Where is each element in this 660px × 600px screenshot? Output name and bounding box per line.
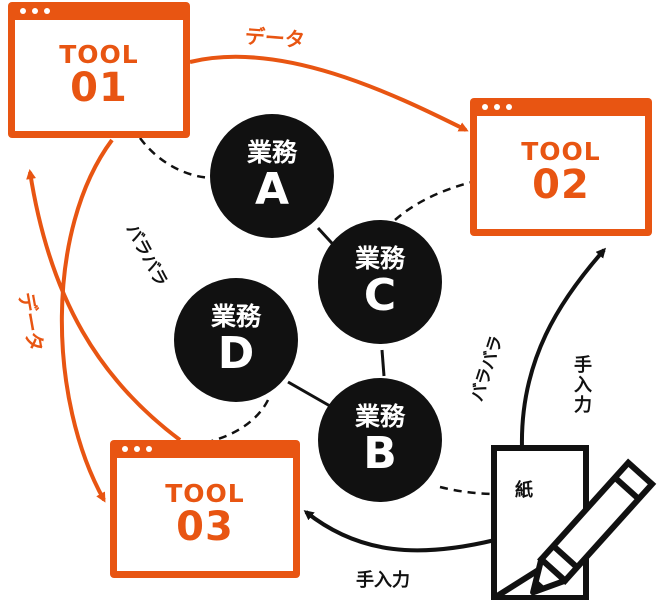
window-dot-icon [146, 446, 152, 452]
tool-03-window: TOOL 03 [110, 440, 300, 578]
task-letter-label: D [217, 327, 255, 379]
link-d-b [287, 380, 331, 408]
task-kind-label: 業務 [210, 302, 261, 332]
tool-name: TOOL [521, 137, 601, 166]
tool-name: TOOL [165, 479, 245, 508]
arrow-paper-to-tool03 [303, 510, 496, 553]
dash-d-tool03 [207, 399, 270, 444]
tool-02-window: TOOL 02 [470, 98, 652, 236]
window-titlebar [8, 2, 190, 20]
window-dot-icon [482, 104, 488, 110]
window-dot-icon [122, 446, 128, 452]
task-kind-label: 業務 [354, 402, 405, 432]
task-letter-label: A [254, 163, 290, 215]
window-dot-icon [134, 446, 140, 452]
arrow-tool01-to-tool03 [59, 138, 114, 503]
task-a-node: 業務 A [210, 114, 334, 238]
task-letter-label: C [363, 269, 397, 321]
window-dot-icon [32, 8, 38, 14]
tool-number: 02 [532, 162, 590, 208]
window-body: TOOL 02 [477, 116, 645, 229]
window-titlebar [110, 440, 300, 458]
task-c-node: 業務 C [318, 220, 442, 344]
paper-pencil-icon [491, 445, 657, 600]
dash-b-paper [439, 485, 498, 496]
paper-label: 紙 [515, 480, 533, 501]
window-body: TOOL 01 [15, 20, 183, 131]
tool-01-window: TOOL 01 [8, 2, 190, 138]
tool-number: 03 [176, 504, 234, 550]
manual-input-label-bottom: 手入力 [356, 570, 410, 591]
arrow-tool03-to-tool01 [26, 169, 182, 442]
task-kind-label: 業務 [246, 138, 297, 168]
arrow-paper-to-tool02 [519, 247, 606, 449]
task-d-node: 業務 D [174, 278, 298, 402]
window-titlebar [470, 98, 652, 116]
window-dot-icon [506, 104, 512, 110]
task-letter-label: B [363, 427, 397, 479]
manual-input-label-right: 手入力 [571, 355, 592, 415]
task-kind-label: 業務 [354, 244, 405, 274]
tool-number: 01 [70, 65, 128, 111]
link-c-b [380, 349, 386, 377]
arrow-tool01-to-tool02 [189, 54, 469, 132]
dash-tool01-a [138, 137, 215, 180]
dash-c-tool02 [394, 180, 473, 221]
data-label-top: データ [244, 23, 306, 53]
task-b-node: 業務 B [318, 378, 442, 502]
window-body: TOOL 03 [117, 458, 293, 571]
window-dot-icon [44, 8, 50, 14]
window-dot-icon [20, 8, 26, 14]
tool-name: TOOL [59, 40, 139, 69]
window-dot-icon [494, 104, 500, 110]
